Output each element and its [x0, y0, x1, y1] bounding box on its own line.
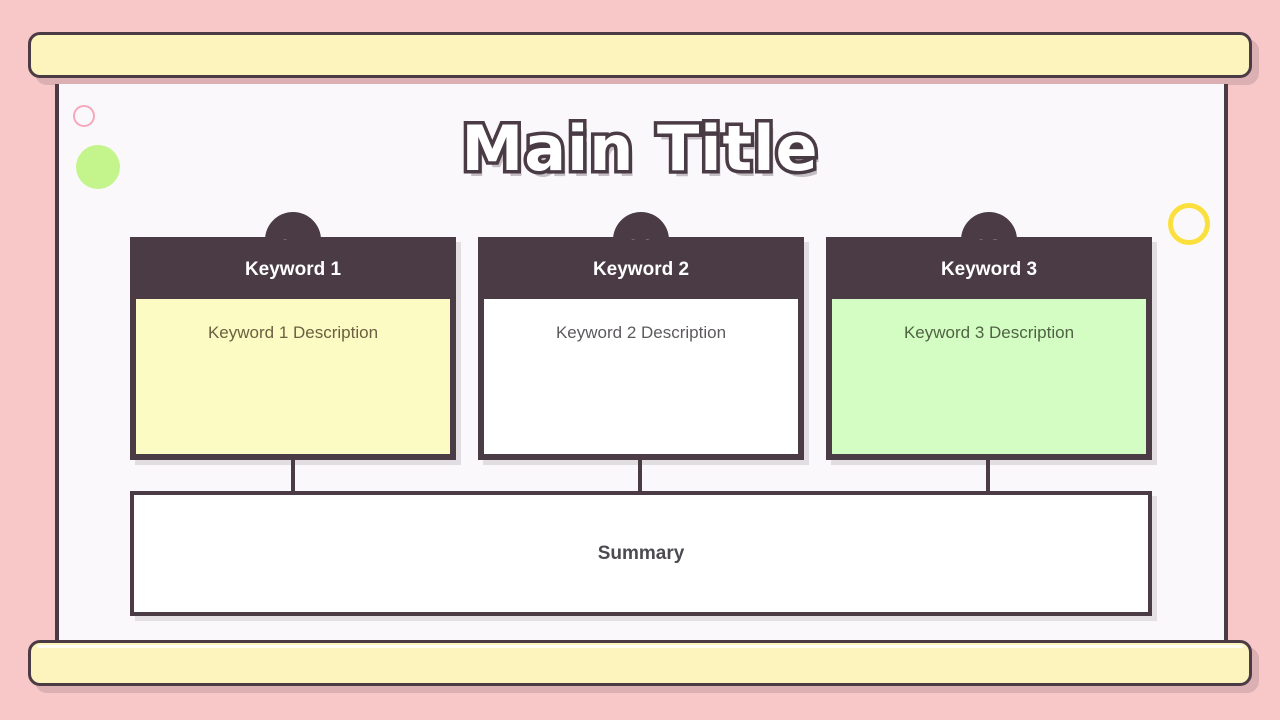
card-description-3: Keyword 3 Description [832, 299, 1146, 454]
bottom-banner [28, 640, 1252, 686]
page-title: Main Title [458, 109, 821, 189]
pink-ring-icon [73, 105, 95, 127]
yellow-ring-icon [1168, 203, 1210, 245]
card-title-3: Keyword 3 [829, 240, 1149, 299]
connector-line-3 [986, 458, 990, 493]
card-title-1: Keyword 1 [133, 240, 453, 299]
connector-line-2 [638, 458, 642, 493]
green-dot-icon [76, 145, 120, 189]
summary-label: Summary [597, 542, 685, 564]
card-description-1: Keyword 1 Description [136, 299, 450, 454]
top-banner [28, 32, 1252, 78]
summary-box[interactable]: Summary [130, 491, 1152, 616]
keyword-card-row: 01 Keyword 1 Keyword 1 Description 02 Ke… [130, 212, 1152, 460]
connector-line-1 [291, 458, 295, 493]
keyword-card-3[interactable]: 03 Keyword 3 Keyword 3 Description [826, 212, 1152, 460]
card-title-2: Keyword 2 [481, 240, 801, 299]
card-description-2: Keyword 2 Description [484, 299, 798, 454]
keyword-card-2[interactable]: 02 Keyword 2 Keyword 2 Description [478, 212, 804, 460]
keyword-card-1[interactable]: 01 Keyword 1 Keyword 1 Description [130, 212, 456, 460]
